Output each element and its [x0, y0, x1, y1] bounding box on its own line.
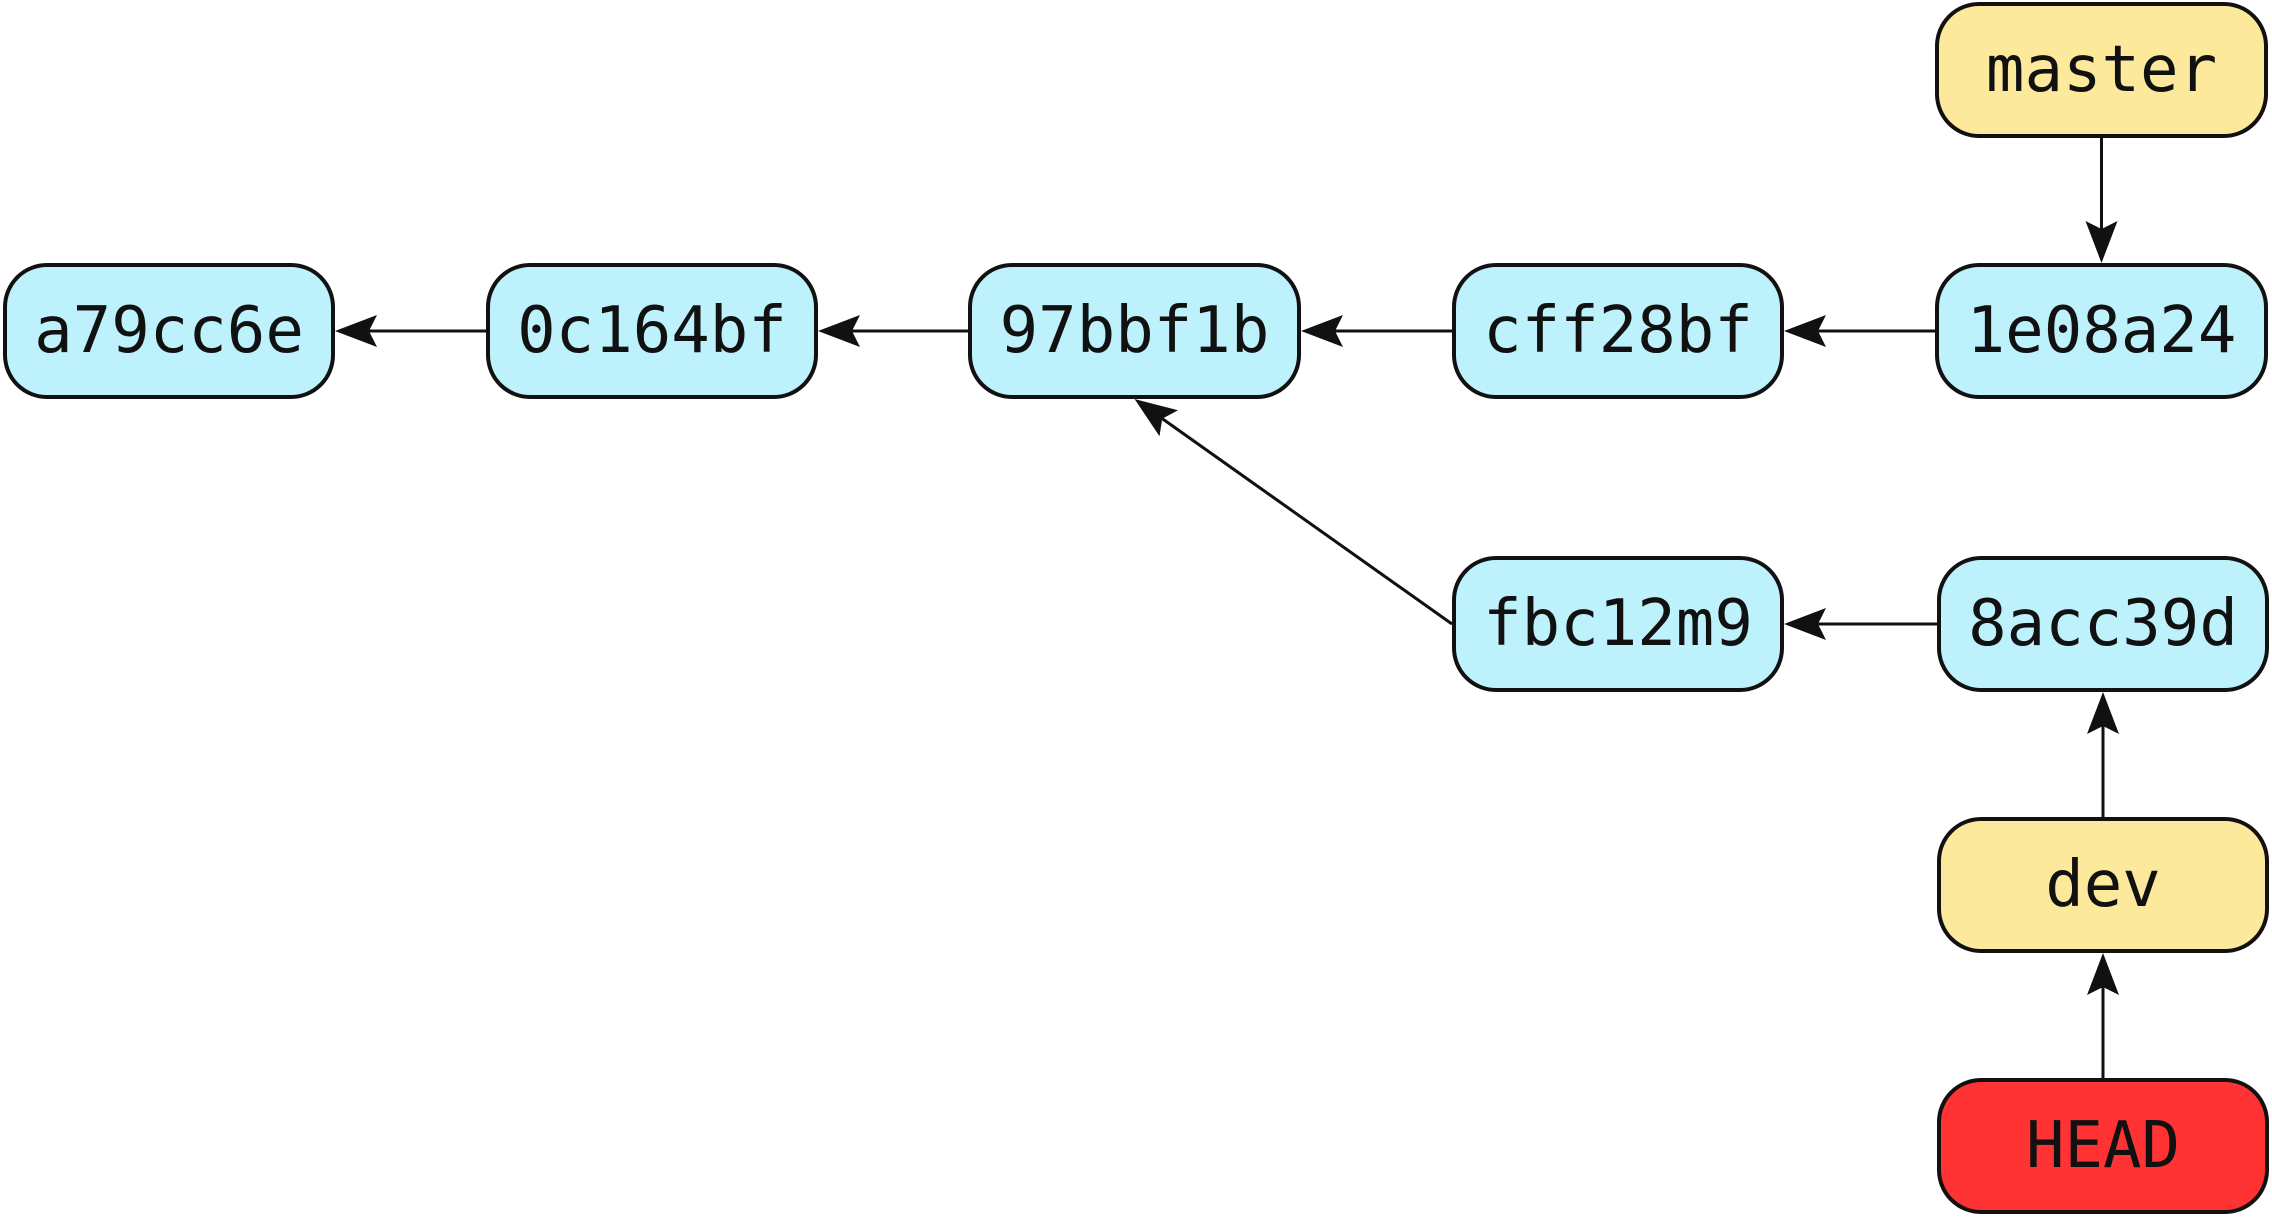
commit-label: 0c164bf [517, 294, 787, 368]
arrowhead-icon [818, 315, 860, 347]
branch-node-dev[interactable]: dev [1937, 817, 2269, 953]
commit-label: fbc12m9 [1483, 587, 1753, 661]
commit-node-a79cc6e[interactable]: a79cc6e [3, 263, 335, 399]
arrowhead-icon [335, 315, 377, 347]
commit-node-97bbf1b[interactable]: 97bbf1b [968, 263, 1301, 399]
commit-node-cff28bf[interactable]: cff28bf [1452, 263, 1784, 399]
commit-node-8acc39d[interactable]: 8acc39d [1937, 556, 2269, 692]
commit-label: 1e08a24 [1966, 294, 2237, 368]
arrowhead-icon [2085, 221, 2118, 263]
arrowhead-icon [2087, 692, 2119, 734]
branch-label: master [1985, 33, 2218, 107]
commit-label: 8acc39d [1968, 587, 2238, 661]
head-node[interactable]: HEAD [1937, 1078, 2269, 1214]
commit-label: a79cc6e [34, 294, 304, 368]
branch-node-master[interactable]: master [1935, 2, 2268, 138]
arrowhead-icon [1784, 608, 1826, 640]
commit-node-fbc12m9[interactable]: fbc12m9 [1452, 556, 1784, 692]
commit-node-1e08a24[interactable]: 1e08a24 [1935, 263, 2268, 399]
head-label: HEAD [2025, 1109, 2181, 1183]
arrowhead-icon [2087, 953, 2119, 995]
commit-node-0c164bf[interactable]: 0c164bf [486, 263, 818, 399]
arrowhead-icon [1784, 315, 1826, 347]
edge-line-fbc12m9-to-97bbf1b [1161, 417, 1453, 626]
commit-label: 97bbf1b [999, 294, 1270, 368]
arrowhead-icon [1301, 315, 1343, 347]
branch-label: dev [2045, 848, 2161, 922]
commit-label: cff28bf [1483, 294, 1753, 368]
arrowhead-icon [1134, 399, 1178, 437]
